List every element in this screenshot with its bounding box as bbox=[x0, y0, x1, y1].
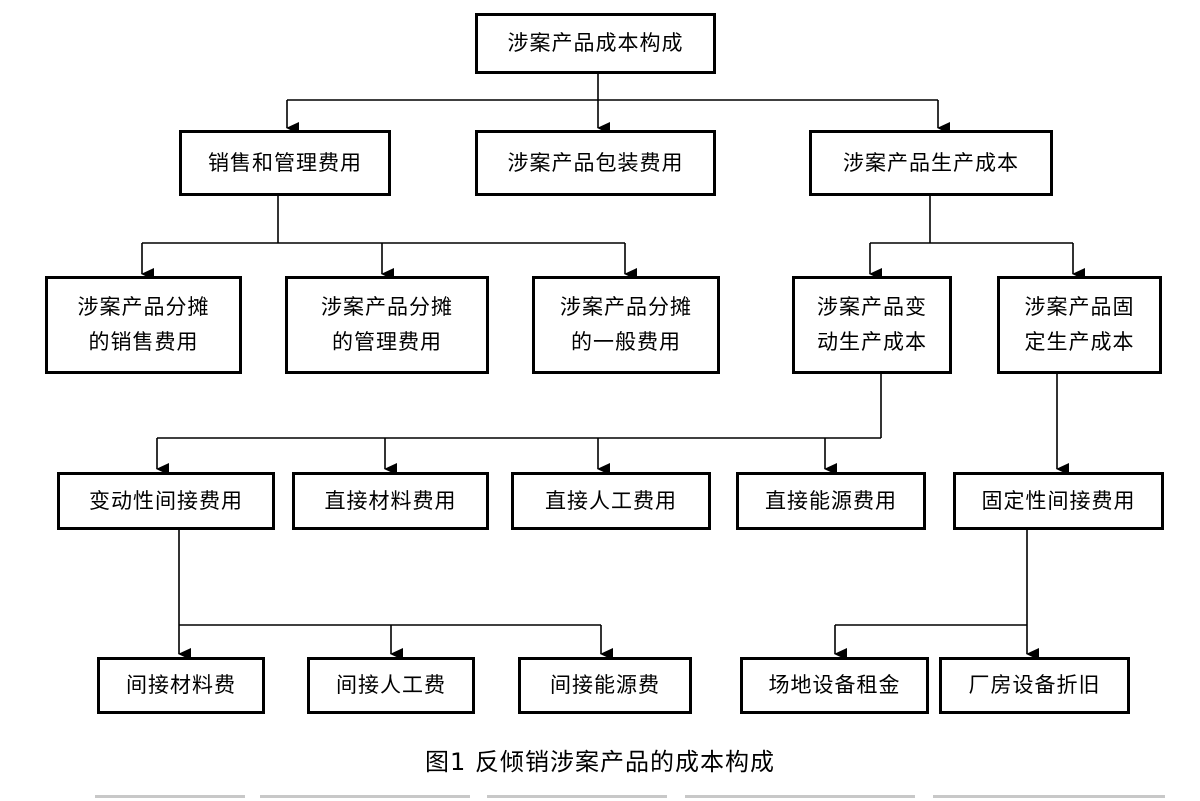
figure-caption: 图1 反倾销涉案产品的成本构成 bbox=[425, 748, 775, 776]
node-sales-admin: 销售和管理费用 bbox=[179, 130, 391, 196]
cropped-text-line bbox=[95, 792, 1165, 801]
node-packaging: 涉案产品包装费用 bbox=[475, 130, 716, 196]
node-fixed-cost: 涉案产品固 定生产成本 bbox=[997, 276, 1162, 374]
node-variable-cost-line1: 涉案产品变 bbox=[817, 295, 927, 320]
node-root-label: 涉案产品成本构成 bbox=[507, 31, 684, 56]
node-direct-energy: 直接能源费用 bbox=[736, 472, 926, 530]
node-site-rent: 场地设备租金 bbox=[740, 657, 929, 714]
node-site-rent-label: 场地设备租金 bbox=[768, 673, 901, 698]
node-alloc-sales-text: 涉案产品分摊 的销售费用 bbox=[78, 290, 210, 359]
node-fixed-cost-text: 涉案产品固 定生产成本 bbox=[1025, 290, 1135, 359]
node-indirect-labor-label: 间接人工费 bbox=[336, 673, 446, 698]
node-variable-cost-text: 涉案产品变 动生产成本 bbox=[817, 290, 927, 359]
node-direct-labor-label: 直接人工费用 bbox=[545, 488, 677, 513]
node-alloc-admin: 涉案产品分摊 的管理费用 bbox=[285, 276, 489, 374]
node-fixed-indirect: 固定性间接费用 bbox=[953, 472, 1164, 530]
node-alloc-general-line1: 涉案产品分摊 bbox=[560, 295, 692, 320]
node-direct-material: 直接材料费用 bbox=[292, 472, 489, 530]
node-production-label: 涉案产品生产成本 bbox=[843, 150, 1019, 175]
node-alloc-sales: 涉案产品分摊 的销售费用 bbox=[45, 276, 242, 374]
node-alloc-general: 涉案产品分摊 的一般费用 bbox=[532, 276, 720, 374]
node-variable-indirect-label: 变动性间接费用 bbox=[89, 488, 243, 513]
node-indirect-material-label: 间接材料费 bbox=[126, 673, 236, 698]
node-packaging-label: 涉案产品包装费用 bbox=[507, 150, 684, 175]
node-alloc-sales-line1: 涉案产品分摊 bbox=[77, 295, 210, 320]
node-fixed-cost-line1: 涉案产品固 bbox=[1024, 295, 1135, 320]
node-sales-admin-label: 销售和管理费用 bbox=[208, 150, 362, 175]
node-alloc-sales-line2: 的销售费用 bbox=[88, 330, 199, 354]
node-indirect-energy-label: 间接能源费 bbox=[550, 673, 660, 698]
node-indirect-material: 间接材料费 bbox=[97, 657, 265, 714]
node-alloc-admin-line2: 的管理费用 bbox=[332, 330, 442, 354]
node-indirect-labor: 间接人工费 bbox=[307, 657, 475, 714]
node-variable-cost-line2: 动生产成本 bbox=[817, 330, 927, 354]
node-depreciation-label: 厂房设备折旧 bbox=[968, 673, 1101, 698]
node-fixed-cost-line2: 定生产成本 bbox=[1024, 330, 1135, 354]
node-indirect-energy: 间接能源费 bbox=[518, 657, 692, 714]
node-depreciation: 厂房设备折旧 bbox=[939, 657, 1130, 714]
node-direct-labor: 直接人工费用 bbox=[511, 472, 711, 530]
node-alloc-general-line2: 的一般费用 bbox=[571, 330, 681, 354]
node-alloc-admin-line1: 涉案产品分摊 bbox=[321, 295, 453, 320]
node-direct-energy-label: 直接能源费用 bbox=[765, 488, 897, 513]
node-alloc-admin-text: 涉案产品分摊 的管理费用 bbox=[321, 290, 453, 359]
node-direct-material-label: 直接材料费用 bbox=[324, 488, 457, 513]
node-fixed-indirect-label: 固定性间接费用 bbox=[981, 488, 1136, 513]
node-alloc-general-text: 涉案产品分摊 的一般费用 bbox=[560, 290, 692, 359]
node-variable-cost: 涉案产品变 动生产成本 bbox=[792, 276, 952, 374]
node-root: 涉案产品成本构成 bbox=[475, 13, 716, 74]
node-variable-indirect: 变动性间接费用 bbox=[57, 472, 275, 530]
node-production: 涉案产品生产成本 bbox=[809, 130, 1053, 196]
